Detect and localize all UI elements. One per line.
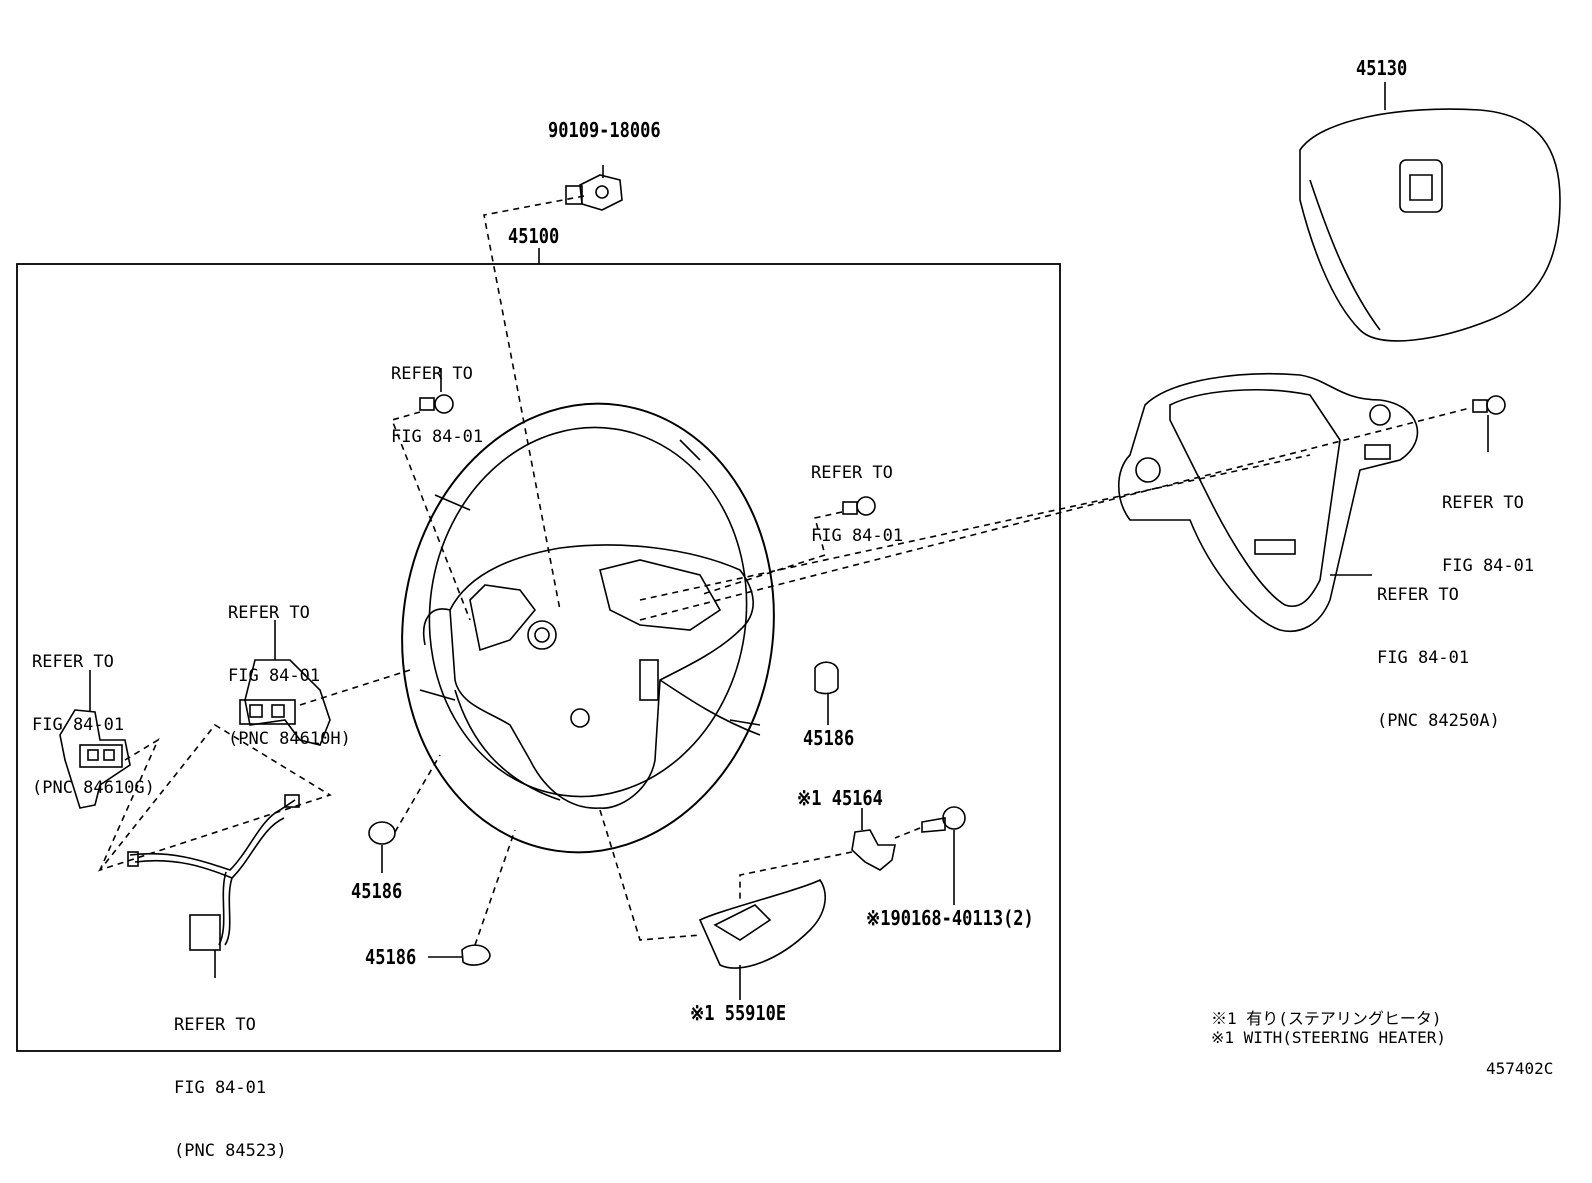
refer-line-3: (PNC 84250A) [1377, 711, 1500, 731]
steering-wheel-hub [449, 544, 754, 809]
part-45164: ※1 45164 [797, 786, 883, 810]
refer-line-2: FIG 84-01 [1442, 556, 1535, 576]
refer-label-2: REFER TO FIG 84-01 [811, 421, 903, 568]
steering-pad-cover [1118, 372, 1419, 632]
airbag-45130 [1299, 82, 1561, 342]
cap-45186-bottom [428, 944, 491, 966]
part-45186-bottom: 45186 [365, 945, 417, 969]
note-japanese: ※1 有り(ステアリングヒータ) [1211, 1009, 1442, 1028]
switch-84610H [239, 620, 331, 746]
refer-line-1: REFER TO [1377, 585, 1459, 605]
part-45100: 45100 [508, 224, 560, 248]
refer-line-2: FIG 84-01 [811, 526, 904, 546]
part-45186-right: 45186 [803, 726, 855, 750]
cap-45186-right [814, 661, 839, 725]
bracket-45164 [851, 808, 896, 871]
refer-label-1: REFER TO FIG 84-01 [391, 322, 483, 469]
part-45186-left: 45186 [351, 879, 403, 903]
part-90168-40113: ※190168-40113(2) [866, 906, 1034, 930]
refer-line-3: (PNC 84610G) [32, 778, 155, 798]
parts-diagram [16, 82, 1561, 1052]
screw-right [842, 496, 876, 516]
refer-line-2: FIG 84-01 [32, 715, 125, 735]
switch-84610G [59, 670, 131, 809]
screw-far-right [1472, 395, 1506, 452]
refer-line-1: REFER TO [228, 603, 310, 623]
refer-line-2: FIG 84-01 [391, 427, 484, 447]
refer-line-1: REFER TO [174, 1015, 256, 1035]
part-55910E: ※1 55910E [690, 1001, 787, 1025]
figure-id: 457402C [1486, 1059, 1554, 1078]
screw-90168-40113 [921, 806, 966, 905]
screw-left [419, 368, 454, 414]
refer-label-7: REFER TO FIG 84-01 (PNC 84523) [174, 973, 287, 1183]
note-english: ※1 WITH(STEERING HEATER) [1211, 1028, 1446, 1047]
refer-label-5: REFER TO FIG 84-01 (PNC 84610G) [32, 610, 155, 820]
refer-line-3: (PNC 84610H) [228, 729, 351, 749]
bolt-90109-18006 [565, 165, 623, 211]
steering-wheel-rim-outer [401, 402, 775, 854]
steering-wheel-center [527, 620, 557, 650]
steering-wheel-rim-inner [428, 426, 748, 798]
part-45130: 45130 [1356, 56, 1408, 80]
refer-line-1: REFER TO [1442, 493, 1524, 513]
refer-line-2: FIG 84-01 [174, 1078, 267, 1098]
refer-line-2: FIG 84-01 [1377, 648, 1470, 668]
refer-line-3: (PNC 84523) [174, 1141, 287, 1161]
wire-harness-84523 [127, 794, 300, 978]
cover-55910E [698, 878, 826, 1000]
assembly-box [16, 263, 1061, 1052]
refer-line-1: REFER TO [811, 463, 893, 483]
refer-line-1: REFER TO [32, 652, 114, 672]
refer-label-3: REFER TO FIG 84-01 [1442, 451, 1534, 598]
cap-45186-left [368, 821, 396, 873]
refer-label-4: REFER TO FIG 84-01 (PNC 84610H) [228, 561, 351, 771]
refer-line-1: REFER TO [391, 364, 473, 384]
part-90109-18006: 90109-18006 [548, 118, 661, 142]
refer-line-2: FIG 84-01 [228, 666, 321, 686]
refer-label-6: REFER TO FIG 84-01 (PNC 84250A) [1377, 543, 1500, 753]
